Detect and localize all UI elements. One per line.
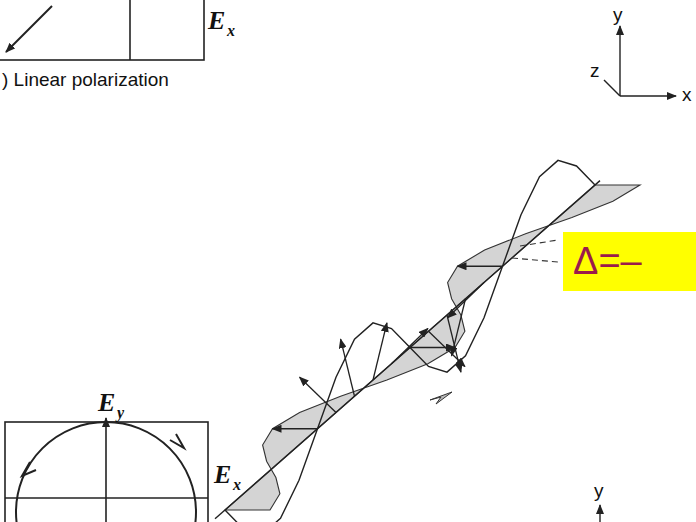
- illustration-part: [22, 462, 36, 476]
- axis-label: z: [590, 60, 600, 82]
- illustration-part: [520, 240, 558, 246]
- direction-arrow: [430, 392, 452, 404]
- linear-box: [0, 0, 204, 60]
- illustration-part: [410, 347, 455, 348]
- field-label: E: [98, 388, 115, 418]
- illustration-part: [273, 428, 318, 429]
- circular-box: [5, 418, 208, 522]
- illustration-part: [620, 95, 676, 96]
- illustration-part: [512, 258, 558, 262]
- vertical-wave: [225, 160, 595, 522]
- field-vectors: [273, 266, 503, 429]
- field-label: E: [208, 6, 225, 36]
- field-subscript: y: [117, 404, 124, 422]
- illustration-part: [447, 315, 461, 372]
- illustration-part: [619, 26, 620, 96]
- illustration-part: [429, 331, 465, 366]
- field-subscript: x: [227, 22, 235, 40]
- illustration-part: [392, 329, 428, 364]
- axis-label: y: [594, 480, 604, 502]
- illustration-part: [105, 418, 107, 522]
- illustration-part: [341, 339, 355, 396]
- field-subscript: x: [233, 476, 241, 494]
- axis-label: y: [613, 4, 623, 26]
- illustration-part: [6, 6, 52, 52]
- illustration-part: [129, 0, 131, 60]
- axis-bottom: [599, 505, 600, 522]
- formula-text: Δ=–: [573, 240, 688, 283]
- figure-caption: ) Linear polarization: [2, 69, 169, 91]
- illustration-part: [373, 323, 387, 380]
- illustration-part: [604, 80, 620, 96]
- axes-top: [604, 26, 676, 96]
- illustration-part: [0, 0, 204, 60]
- illustration-part: [300, 377, 336, 412]
- illustration-part: [16, 422, 196, 522]
- illustration-part: [458, 266, 503, 267]
- propagation-axis: [215, 181, 600, 519]
- field-label: E: [214, 460, 231, 490]
- dashed-guides: [512, 240, 558, 262]
- illustration-part: [170, 434, 184, 448]
- axis-label: x: [682, 84, 692, 106]
- highlight-box: Δ=–: [563, 232, 696, 291]
- illustration-part: [5, 497, 208, 499]
